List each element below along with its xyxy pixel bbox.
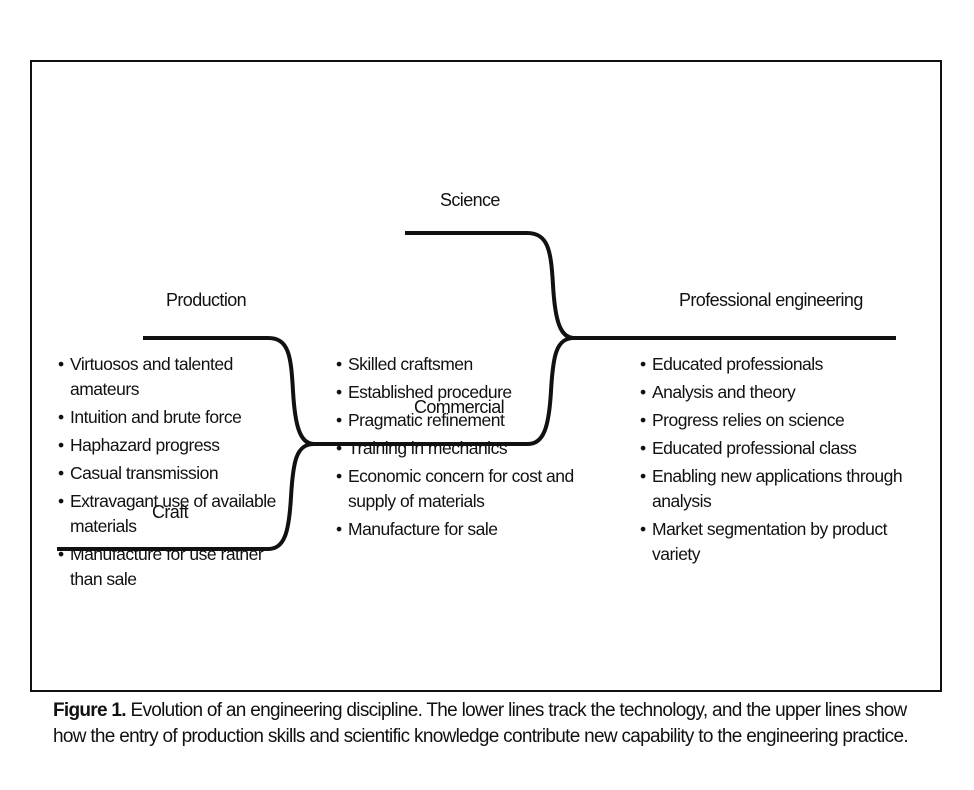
list-item: Enabling new applications through analys… bbox=[640, 464, 920, 514]
list-item: Virtuosos and talented amateurs bbox=[58, 352, 298, 402]
list-item: Intuition and brute force bbox=[58, 405, 298, 430]
list-item: Market segmentation by product variety bbox=[640, 517, 920, 567]
label-science: Science bbox=[440, 190, 500, 210]
list-item: Training in mechanics bbox=[336, 436, 606, 461]
list-item: Haphazard progress bbox=[58, 433, 298, 458]
caption-label: Figure 1. bbox=[53, 700, 127, 721]
label-professional-engineering: Professional engineering bbox=[679, 290, 863, 310]
label-production: Production bbox=[166, 290, 247, 310]
list-item: Extravagant use of available materials bbox=[58, 489, 298, 539]
list-item: Casual transmission bbox=[58, 461, 298, 486]
figure-frame bbox=[30, 60, 942, 692]
commercial-characteristics: Skilled craftsmen Established procedure … bbox=[336, 352, 606, 545]
list-item: Established procedure bbox=[336, 380, 606, 405]
craft-characteristics: Virtuosos and talented amateurs Intuitio… bbox=[58, 352, 298, 595]
figure-caption: Figure 1. Evolution of an engineering di… bbox=[53, 698, 923, 750]
list-item: Manufacture for sale bbox=[336, 517, 606, 542]
list-item: Analysis and theory bbox=[640, 380, 920, 405]
caption-text: Evolution of an engineering discipline. … bbox=[53, 700, 909, 747]
list-item: Progress relies on science bbox=[640, 408, 920, 433]
science-line bbox=[405, 231, 575, 340]
list-item: Skilled craftsmen bbox=[336, 352, 606, 377]
list-item: Manufacture for use rather than sale bbox=[58, 542, 298, 592]
list-item: Pragmatic refinement bbox=[336, 408, 606, 433]
list-item: Educated professional class bbox=[640, 436, 920, 461]
list-item: Economic concern for cost and supply of … bbox=[336, 464, 606, 514]
list-item: Educated professionals bbox=[640, 352, 920, 377]
professional-characteristics: Educated professionals Analysis and theo… bbox=[640, 352, 920, 570]
